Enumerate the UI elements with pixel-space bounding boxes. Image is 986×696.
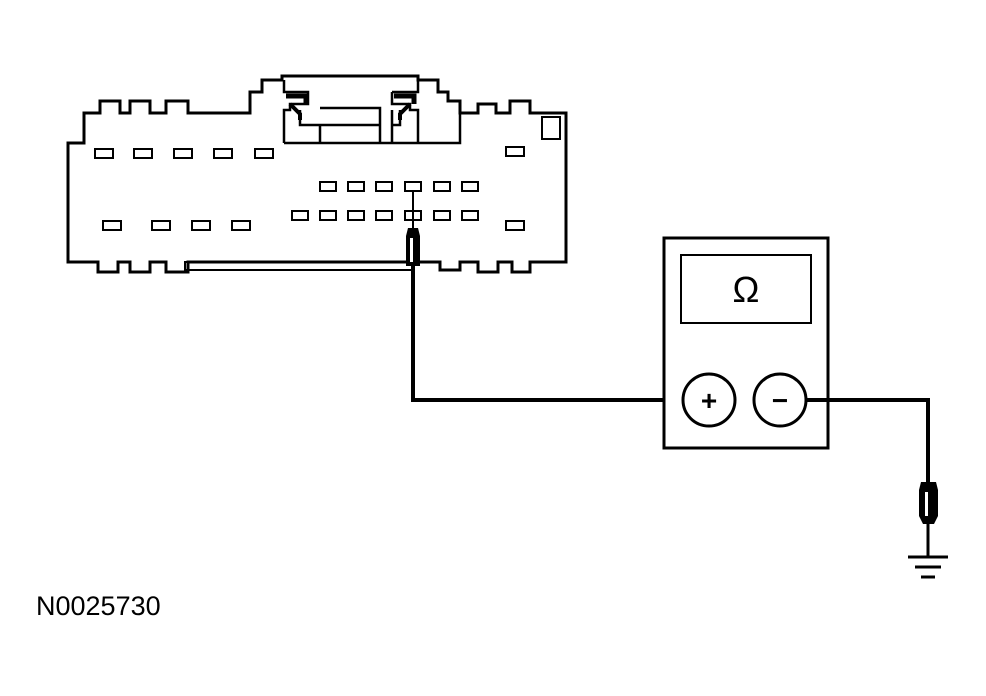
pin-cavity <box>505 146 525 157</box>
pin-cavity <box>347 210 365 221</box>
pin-cavity <box>433 181 451 192</box>
pin-cavity <box>375 210 393 221</box>
pin-cavity <box>231 220 251 231</box>
pin-cavity <box>133 148 153 159</box>
meter-positive-jack <box>681 372 737 428</box>
multimeter: Ω + − <box>662 236 830 450</box>
pin-cavity <box>213 148 233 159</box>
pin-cavity <box>433 210 451 221</box>
pin-cavity <box>319 181 337 192</box>
ground-probe-icon <box>919 482 938 556</box>
pin-cavity <box>94 148 114 159</box>
meter-ohm-symbol: Ω <box>733 269 760 310</box>
probe-highlight <box>410 238 413 262</box>
pin-cavity <box>461 181 479 192</box>
pin-cavity <box>375 181 393 192</box>
ground-probe-body <box>919 482 938 524</box>
pin-cavities <box>94 146 525 231</box>
pin-cavity <box>254 148 274 159</box>
connector-right-window <box>541 116 561 140</box>
pin-cavity <box>151 220 171 231</box>
ground-symbol-icon <box>908 555 948 579</box>
latch-accent-left <box>286 93 309 104</box>
connector <box>66 74 568 274</box>
ground-probe-highlight <box>925 492 928 516</box>
meter-negative-label: − <box>772 385 788 416</box>
figure-id: N0025730 <box>36 591 161 621</box>
pin-cavity <box>404 181 422 192</box>
pin-cavity <box>102 220 122 231</box>
pin-cavity <box>461 210 479 221</box>
meter-positive-label: + <box>701 385 717 416</box>
test-lead-positive <box>411 266 684 402</box>
pin-cavity <box>191 220 211 231</box>
latch-accent-right2 <box>398 102 412 120</box>
pin-cavity <box>347 181 365 192</box>
latch-accent-left2 <box>288 102 302 120</box>
pin-cavity <box>173 148 193 159</box>
pin-cavity <box>291 210 309 221</box>
connector-latch <box>282 80 462 145</box>
pin-cavity <box>505 220 525 231</box>
pin-cavity <box>319 210 337 221</box>
probe-icon <box>406 228 420 266</box>
latch-accent-right <box>394 93 417 104</box>
connector-body-outline <box>66 74 568 274</box>
meter-display <box>680 254 812 324</box>
test-lead-negative <box>806 398 930 482</box>
